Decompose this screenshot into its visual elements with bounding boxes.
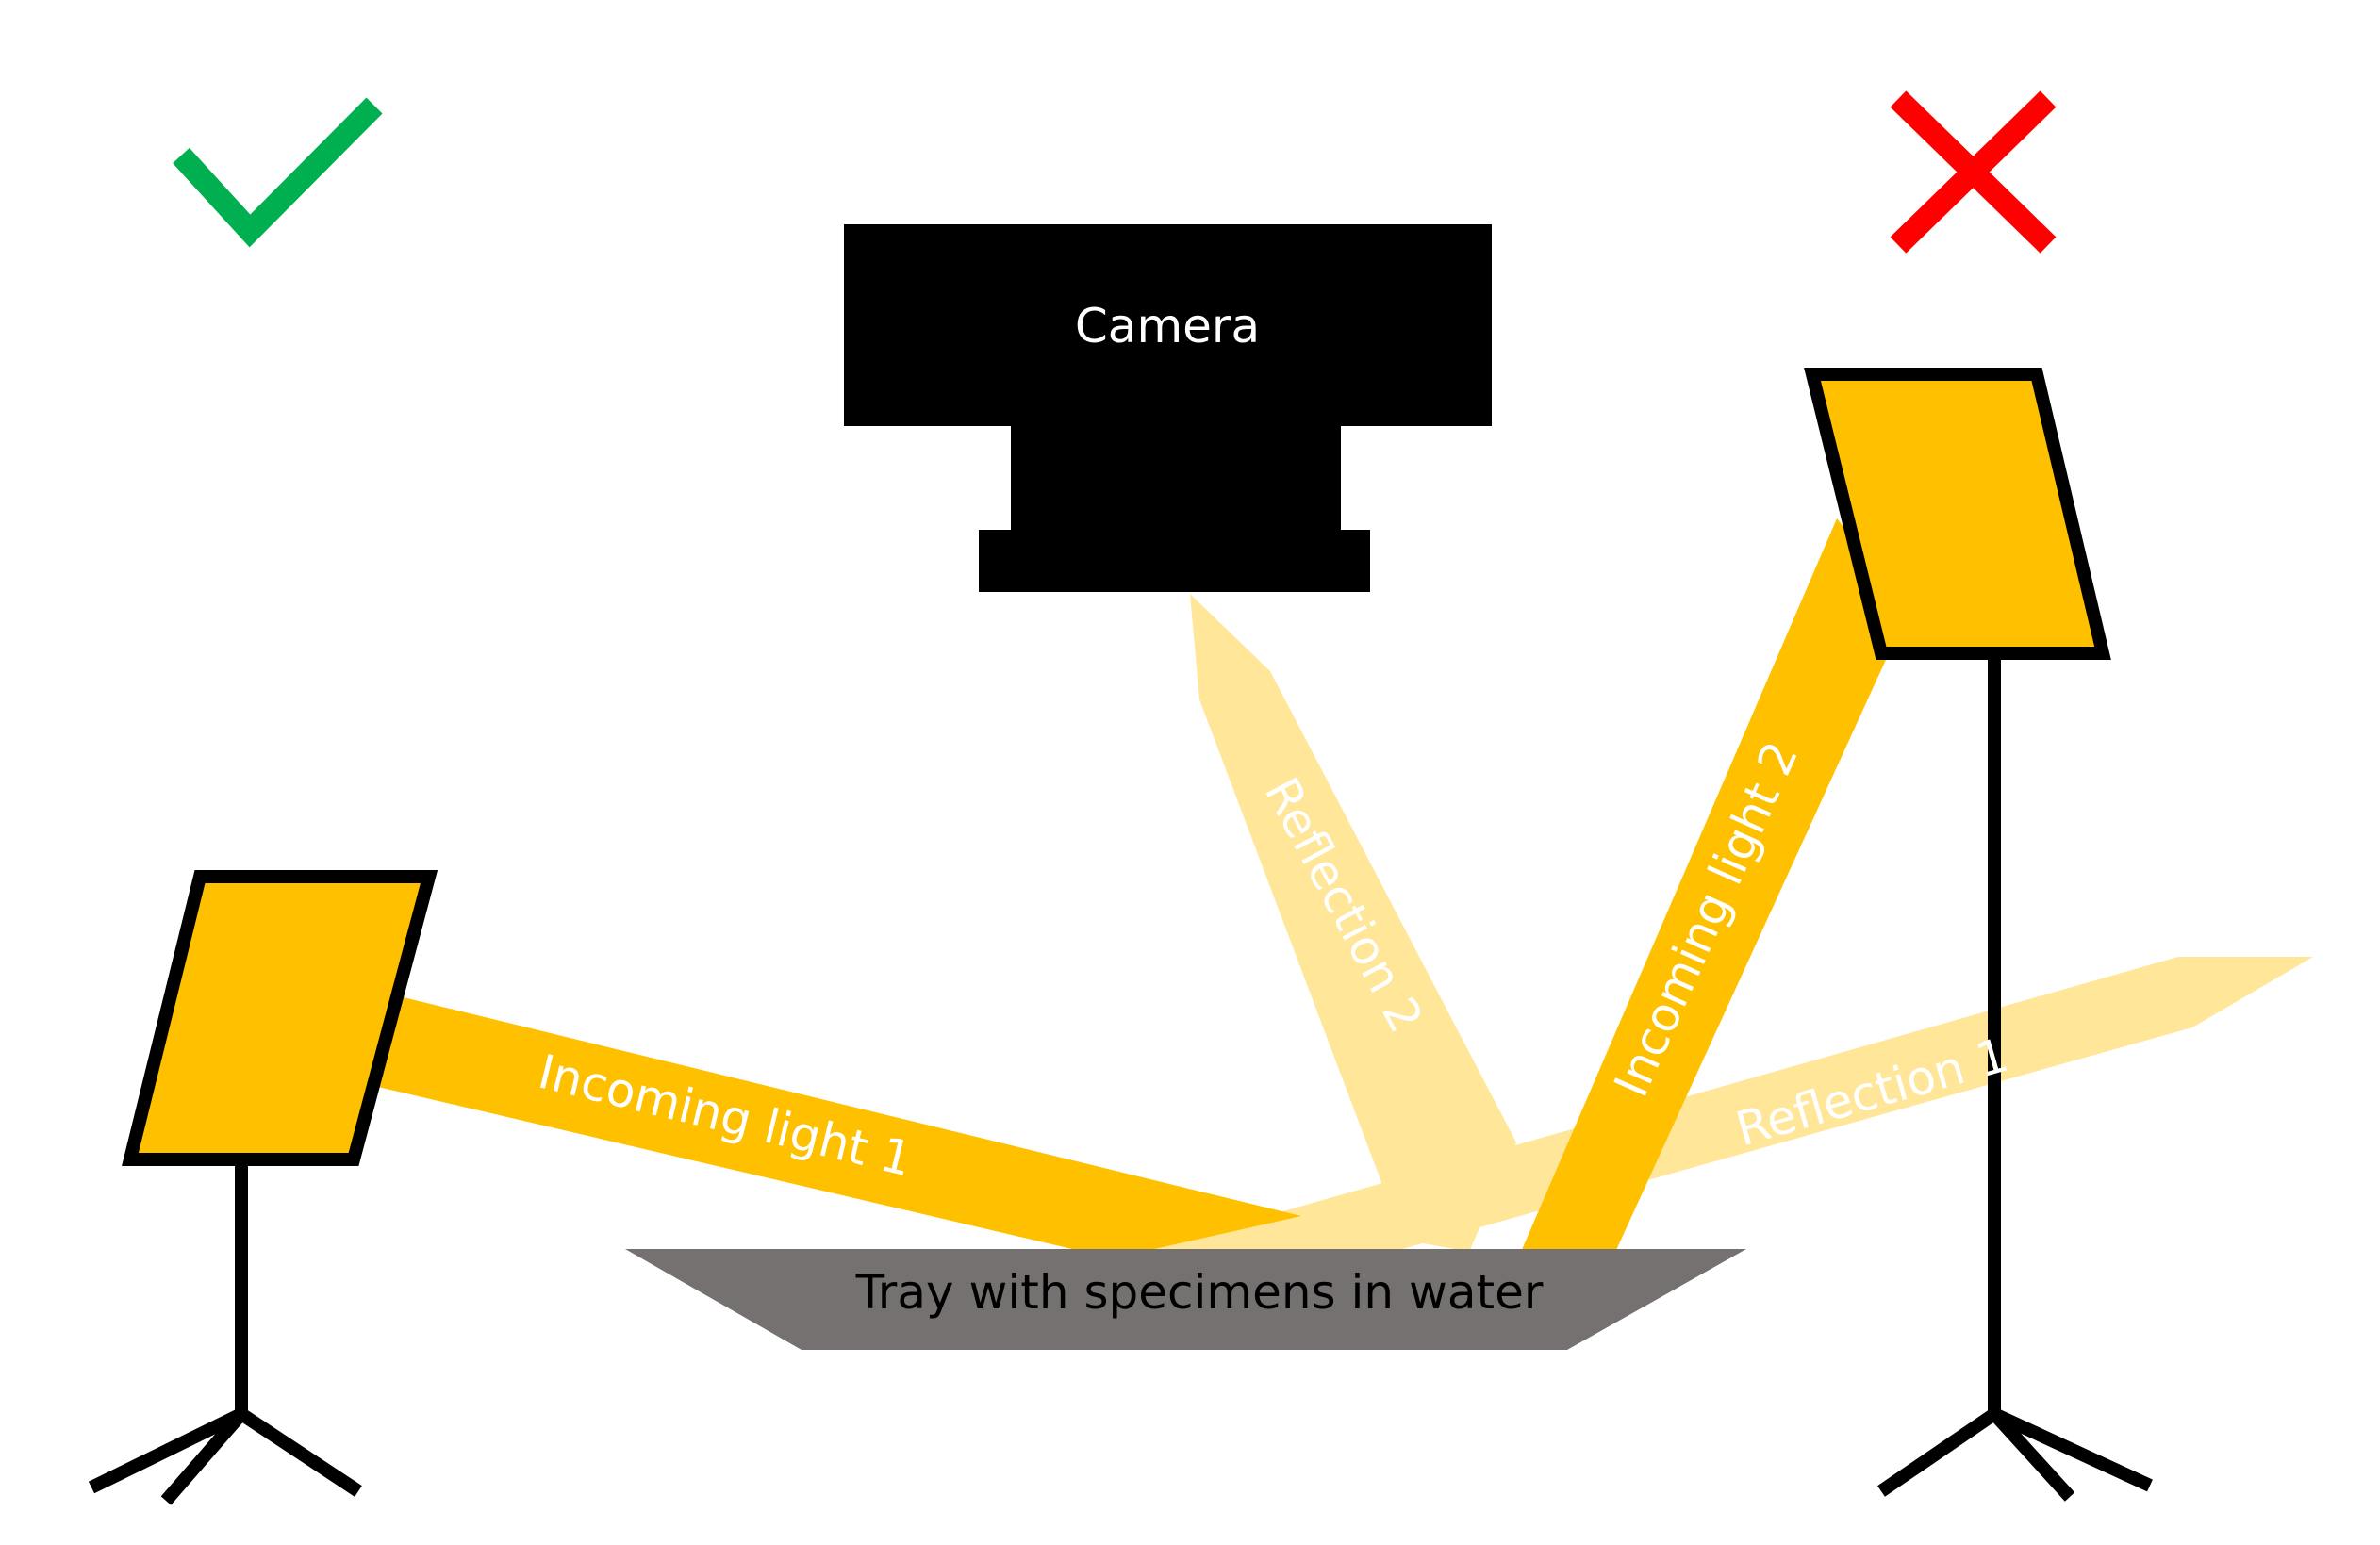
- reflection-1-beam: [1117, 957, 2313, 1277]
- tray: [625, 1249, 1746, 1350]
- camera-label: Camera: [1075, 299, 1260, 353]
- check-mark-icon: [173, 97, 383, 248]
- cross-mark-icon: [1890, 90, 2057, 254]
- left-lamp: [88, 870, 438, 1505]
- reflection-2-beam: [1190, 594, 1516, 1252]
- incoming-light-1-beam: [366, 990, 1301, 1258]
- incoming-light-2-beam: [1518, 518, 1909, 1258]
- camera: [844, 224, 1492, 592]
- tray-label: Tray with specimens in water: [855, 1265, 1544, 1320]
- right-lamp: [1804, 368, 2153, 1502]
